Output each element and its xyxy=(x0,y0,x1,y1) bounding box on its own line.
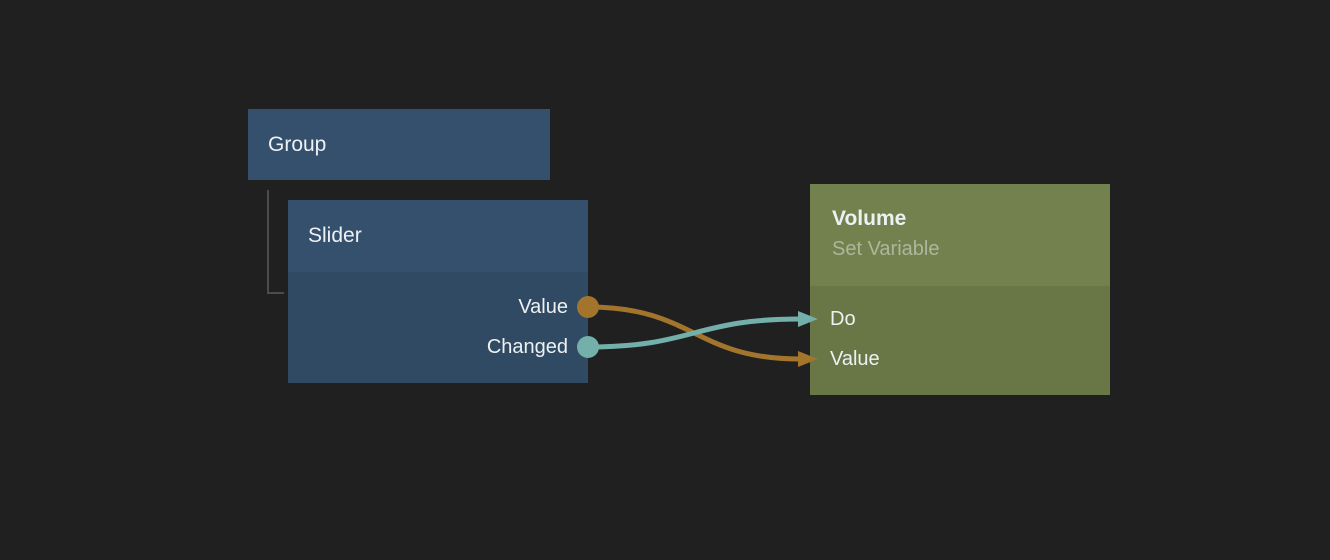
node-slider[interactable]: Slider Value Changed xyxy=(288,200,599,383)
input-port-arrow-value[interactable] xyxy=(798,351,818,367)
wire-slider-changed-to-volume-do[interactable] xyxy=(585,316,803,350)
hierarchy-connector-line xyxy=(267,190,284,294)
node-body: Do Value xyxy=(798,286,1110,395)
input-label-value: Value xyxy=(830,348,880,370)
node-header: Volume Set Variable xyxy=(810,184,1110,286)
node-body: Value Changed xyxy=(288,272,599,383)
node-group[interactable]: Group xyxy=(248,109,550,180)
input-label-do: Do xyxy=(830,308,856,330)
input-port-arrow-do[interactable] xyxy=(798,311,818,327)
node-subtitle: Set Variable xyxy=(832,238,940,260)
output-label-value: Value xyxy=(518,296,568,318)
node-volume[interactable]: Volume Set Variable Do Value xyxy=(798,184,1110,395)
wire-slider-value-to-volume-value[interactable] xyxy=(585,304,803,362)
node-title: Volume xyxy=(832,207,907,230)
node-title: Group xyxy=(268,133,327,156)
output-port-dot-value[interactable] xyxy=(577,296,599,318)
node-title: Slider xyxy=(288,200,588,272)
output-label-changed: Changed xyxy=(486,336,568,358)
output-port-dot-changed[interactable] xyxy=(577,336,599,358)
